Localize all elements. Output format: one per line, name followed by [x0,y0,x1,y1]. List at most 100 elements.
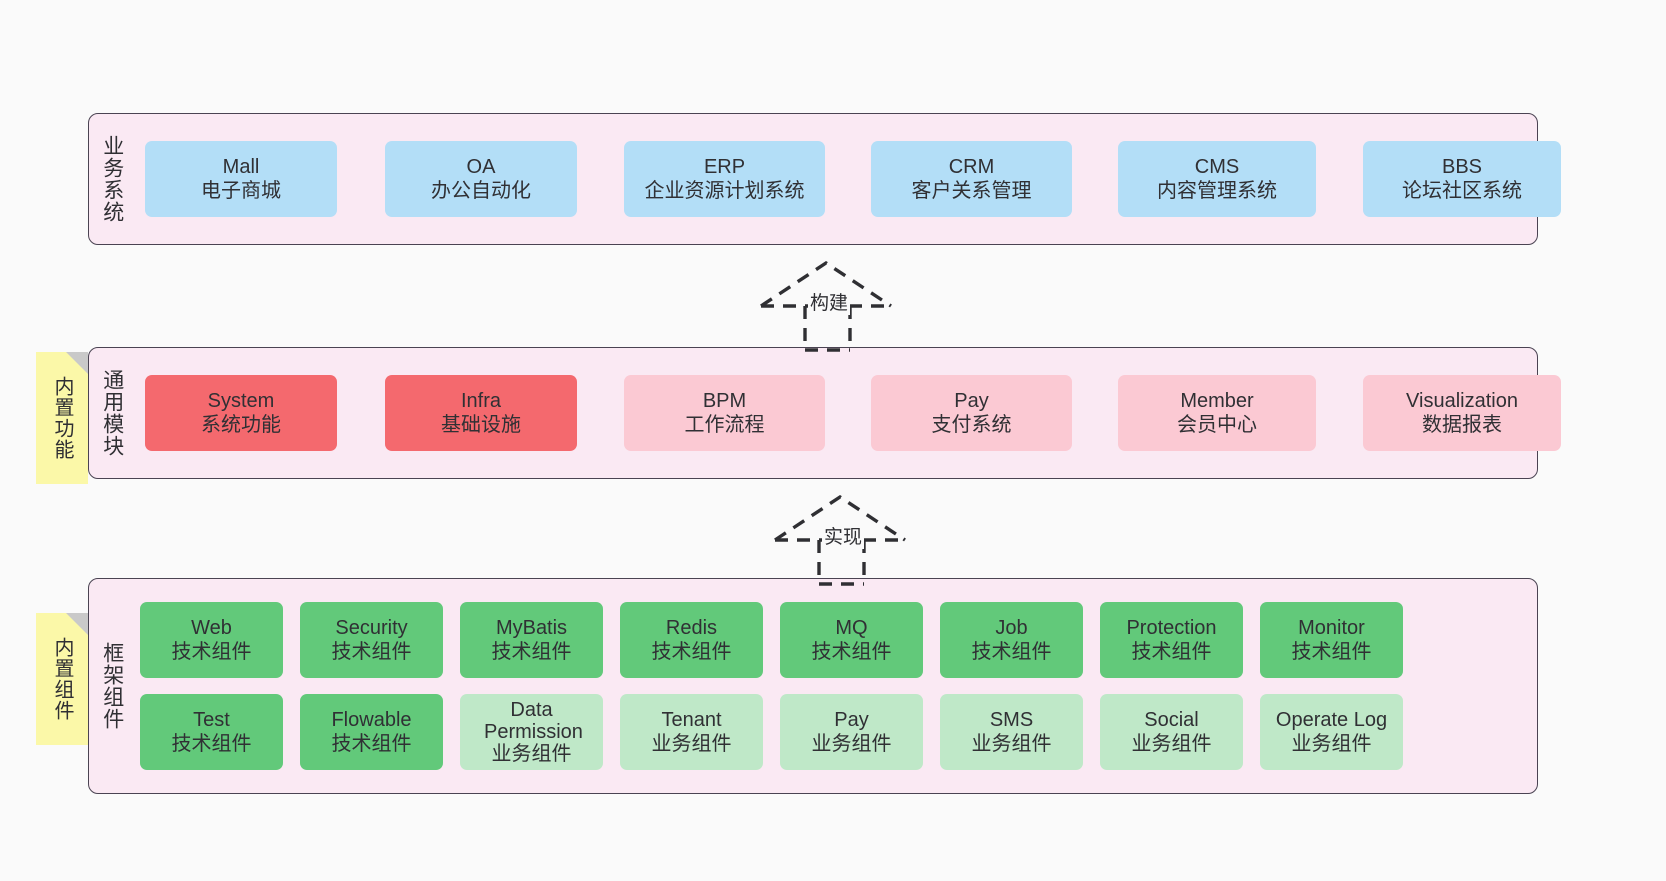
card-title: Security [335,616,408,639]
card-title: Pay [954,389,989,412]
card-security[interactable]: Security 技术组件 [300,602,443,678]
note-label: 内置功能 [51,376,73,460]
card-pay[interactable]: Pay 支付系统 [871,375,1072,451]
card-title: OA [466,155,496,178]
card-subtitle: 业务组件 [491,743,572,765]
card-title: Pay [834,708,869,731]
note-builtin-component: 内置组件 [36,613,88,745]
card-title: ERP [703,155,746,178]
connector-implement-label: 实现 [822,522,865,549]
card-subtitle: 技术组件 [1291,641,1372,663]
card-flowable[interactable]: Flowable 技术组件 [300,694,443,770]
card-subtitle: 基础设施 [441,414,521,436]
card-title: Data Permission [484,699,583,743]
card-subtitle: 业务组件 [1291,733,1372,755]
card-subtitle: 技术组件 [331,733,412,755]
card-title: Test [193,708,230,731]
card-subtitle: 数据报表 [1422,414,1502,436]
card-title: Social [1144,708,1199,731]
card-pay-business[interactable]: Pay 业务组件 [780,694,923,770]
card-bbs[interactable]: BBS 论坛社区系统 [1363,141,1561,217]
layer-framework-component: 框架组件 Web 技术组件 Security 技术组件 MyBatis 技术组件… [88,578,1538,794]
card-mybatis[interactable]: MyBatis 技术组件 [460,602,603,678]
card-subtitle: 业务组件 [651,733,732,755]
card-subtitle: 业务组件 [971,733,1052,755]
card-system[interactable]: System 系统功能 [145,375,337,451]
layer-body-common-module: System 系统功能 Infra 基础设施 BPM 工作流程 Pay 支付系统… [135,348,1575,478]
layer-title-common-module: 通用模块 [100,369,124,457]
card-monitor[interactable]: Monitor 技术组件 [1260,602,1403,678]
card-bpm[interactable]: BPM 工作流程 [624,375,825,451]
card-title: Member [1180,389,1254,412]
card-subtitle: 技术组件 [811,641,892,663]
card-mall[interactable]: Mall 电子商城 [145,141,337,217]
card-member[interactable]: Member 会员中心 [1118,375,1316,451]
card-title: BPM [702,389,747,412]
card-sms[interactable]: SMS 业务组件 [940,694,1083,770]
card-title: Mall [222,155,260,178]
layer-common-module: 通用模块 System 系统功能 Infra 基础设施 BPM 工作流程 Pay… [88,347,1561,479]
card-title: MQ [835,616,868,639]
card-subtitle: 内容管理系统 [1157,180,1277,202]
card-title: Protection [1126,616,1217,639]
card-row: System 系统功能 Infra 基础设施 BPM 工作流程 Pay 支付系统… [135,375,1561,451]
card-title: Flowable [331,708,412,731]
card-subtitle: 工作流程 [684,414,765,436]
card-title: Infra [460,389,502,412]
layer-title-framework-component: 框架组件 [100,642,124,730]
card-social[interactable]: Social 业务组件 [1100,694,1243,770]
card-cms[interactable]: CMS 内容管理系统 [1118,141,1316,217]
layer-body-framework-component: Web 技术组件 Security 技术组件 MyBatis 技术组件 Redi… [135,579,1537,793]
card-subtitle: 客户关系管理 [911,180,1032,202]
card-subtitle: 业务组件 [1131,733,1212,755]
card-title: Tenant [661,708,722,731]
card-subtitle: 系统功能 [201,414,281,436]
card-tenant[interactable]: Tenant 业务组件 [620,694,763,770]
card-row-technical: Web 技术组件 Security 技术组件 MyBatis 技术组件 Redi… [140,602,1528,678]
card-row: Mall 电子商城 OA 办公自动化 ERP 企业资源计划系统 CRM 客户关系… [135,141,1561,217]
card-subtitle: 技术组件 [171,733,252,755]
card-subtitle: 技术组件 [171,641,252,663]
card-title: Job [995,616,1028,639]
card-test[interactable]: Test 技术组件 [140,694,283,770]
card-subtitle: 办公自动化 [431,180,531,202]
connector-implement: 实现 [772,492,922,587]
card-title: Monitor [1298,616,1365,639]
card-title: CRM [948,155,995,178]
card-crm[interactable]: CRM 客户关系管理 [871,141,1072,217]
card-oa[interactable]: OA 办公自动化 [385,141,577,217]
connector-build: 构建 [758,258,908,353]
card-subtitle: 论坛社区系统 [1402,180,1522,202]
card-title: BBS [1441,155,1483,178]
card-data-permission[interactable]: Data Permission 业务组件 [460,694,603,770]
card-title: SMS [989,708,1034,731]
card-mq[interactable]: MQ 技术组件 [780,602,923,678]
card-title: CMS [1194,155,1240,178]
card-title: Operate Log [1275,708,1388,731]
card-job[interactable]: Job 技术组件 [940,602,1083,678]
card-subtitle: 技术组件 [971,641,1052,663]
card-protection[interactable]: Protection 技术组件 [1100,602,1243,678]
layer-title-business-system: 业务系统 [100,135,124,223]
card-title: MyBatis [495,616,568,639]
card-infra[interactable]: Infra 基础设施 [385,375,577,451]
card-operate-log[interactable]: Operate Log 业务组件 [1260,694,1403,770]
card-subtitle: 技术组件 [491,641,572,663]
connector-build-label: 构建 [808,288,851,315]
card-subtitle: 会员中心 [1177,414,1257,436]
card-subtitle: 技术组件 [331,641,412,663]
card-row-business: Test 技术组件 Flowable 技术组件 Data Permission … [140,694,1528,770]
layer-body-business-system: Mall 电子商城 OA 办公自动化 ERP 企业资源计划系统 CRM 客户关系… [135,114,1575,244]
card-title: Visualization [1406,389,1518,412]
card-web[interactable]: Web 技术组件 [140,602,283,678]
card-subtitle: 企业资源计划系统 [644,180,805,202]
card-title: System [207,389,275,412]
card-subtitle: 电子商城 [201,180,281,202]
card-visualization[interactable]: Visualization 数据报表 [1363,375,1561,451]
card-subtitle: 业务组件 [811,733,892,755]
card-subtitle: 技术组件 [1131,641,1212,663]
card-erp[interactable]: ERP 企业资源计划系统 [624,141,825,217]
card-subtitle: 技术组件 [651,641,732,663]
card-redis[interactable]: Redis 技术组件 [620,602,763,678]
card-title: Web [191,616,232,639]
